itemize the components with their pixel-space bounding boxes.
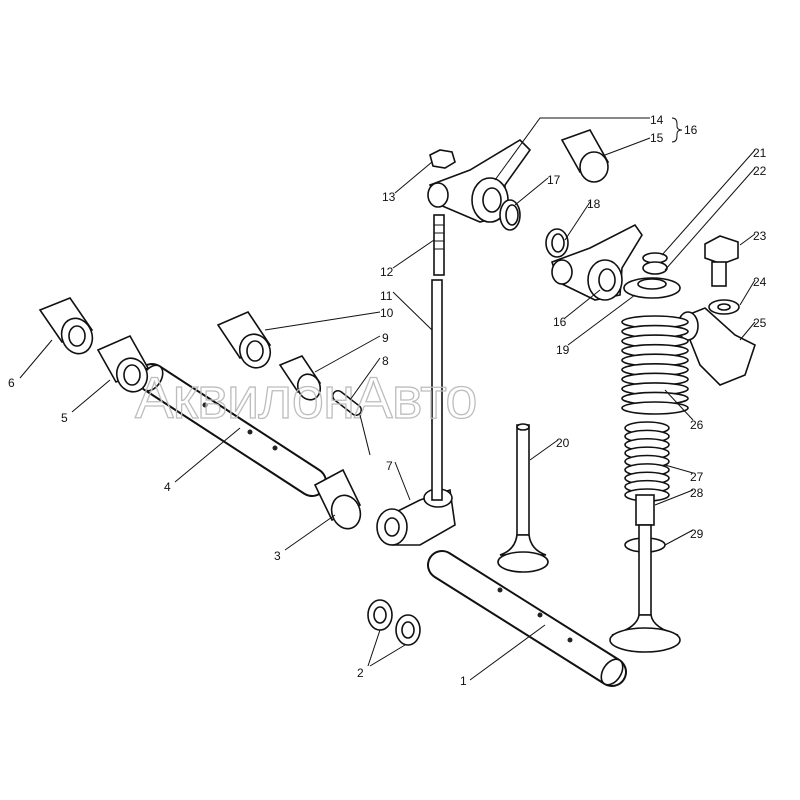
part-23-bolt bbox=[704, 235, 739, 287]
label-18: 18 bbox=[587, 197, 601, 211]
part-28-keepers bbox=[635, 494, 655, 526]
label-8: 8 bbox=[382, 354, 389, 368]
part-9-bushing bbox=[278, 355, 322, 401]
spring-coil bbox=[621, 401, 689, 415]
part-labels: 1 2 3 4 5 6 7 8 9 10 11 12 13 14 15 16 1… bbox=[8, 113, 767, 688]
leader-lines bbox=[19, 117, 756, 681]
label-10: 10 bbox=[380, 306, 394, 320]
label-1: 1 bbox=[460, 674, 467, 688]
part-8-pin bbox=[332, 390, 362, 416]
label-4: 4 bbox=[164, 480, 171, 494]
part-6-bushing bbox=[38, 297, 94, 355]
part-10-bushing bbox=[216, 311, 272, 369]
label-9: 9 bbox=[382, 331, 389, 345]
label-2: 2 bbox=[357, 666, 364, 680]
label-7: 7 bbox=[386, 459, 393, 473]
label-11: 11 bbox=[380, 289, 393, 303]
label-26: 26 bbox=[690, 418, 704, 432]
label-17: 17 bbox=[547, 173, 561, 187]
label-3: 3 bbox=[274, 549, 281, 563]
label-25: 25 bbox=[753, 316, 767, 330]
part-7-rocker-arm bbox=[376, 488, 456, 546]
part-29-valve bbox=[609, 524, 681, 653]
label-13: 13 bbox=[382, 190, 396, 204]
label-15: 15 bbox=[650, 131, 664, 145]
part-15-bushing bbox=[560, 129, 610, 183]
part-11-pushrod bbox=[431, 214, 445, 501]
label-28: 28 bbox=[690, 486, 704, 500]
label-20: 20 bbox=[556, 436, 570, 450]
label-16: 16 bbox=[553, 315, 567, 329]
label-16-group: 16 bbox=[684, 123, 698, 137]
label-29: 29 bbox=[690, 527, 704, 541]
part-27-inner-spring bbox=[624, 421, 670, 502]
label-14: 14 bbox=[650, 113, 664, 127]
label-23: 23 bbox=[753, 229, 767, 243]
part-4-rocker-shaft bbox=[137, 363, 327, 497]
label-27: 27 bbox=[690, 470, 704, 484]
part-2-rings bbox=[367, 599, 421, 646]
label-22: 22 bbox=[753, 164, 767, 178]
part-16-rocker-arm bbox=[551, 223, 643, 301]
part-18-washer bbox=[545, 228, 569, 258]
part-21-22-lock bbox=[642, 252, 668, 275]
label-12: 12 bbox=[380, 265, 394, 279]
part-19-spring-cap bbox=[623, 277, 681, 299]
label-24: 24 bbox=[753, 275, 767, 289]
part-5-bushing bbox=[96, 334, 150, 393]
label-19: 19 bbox=[556, 343, 570, 357]
watermark: АквилонАвто bbox=[135, 366, 476, 431]
part-17-ring bbox=[499, 199, 521, 231]
part-13-nut bbox=[429, 149, 456, 169]
label-21: 21 bbox=[753, 146, 767, 160]
part-20-valve bbox=[497, 423, 549, 573]
label-6: 6 bbox=[8, 376, 15, 390]
label-5: 5 bbox=[61, 411, 68, 425]
part-1-rocker-shaft bbox=[427, 550, 627, 687]
part-25-adjuster bbox=[677, 307, 756, 386]
part-24-washer bbox=[708, 299, 740, 315]
part-26-outer-spring bbox=[621, 315, 689, 415]
